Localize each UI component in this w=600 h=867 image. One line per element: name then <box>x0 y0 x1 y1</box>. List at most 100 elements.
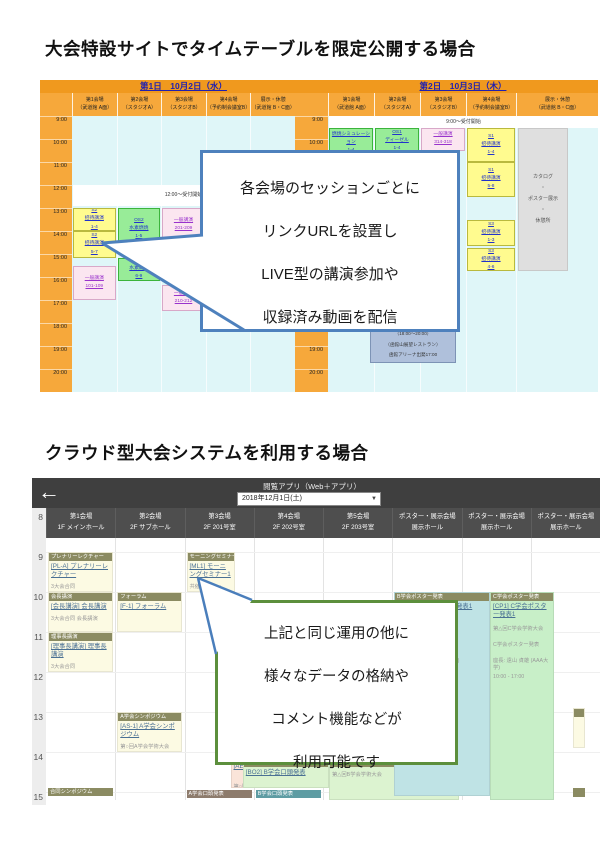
venue-header: 第1会場（武道館 A面） <box>328 93 374 116</box>
col-line <box>516 116 517 392</box>
time-label: 19:00 <box>309 347 323 353</box>
callout1-line: 収録済み動画を配信 <box>262 309 398 326</box>
card-link[interactable]: [会長講演] 会長講演 <box>51 603 107 610</box>
partial-card <box>573 708 585 748</box>
session-card-a-oral: A学会口頭発表 <box>186 790 252 800</box>
venue-header: 展示・休憩（武道館 B・C面） <box>250 93 295 116</box>
time-label: 18:00 <box>53 324 67 330</box>
venue-header: 第3会場（スタジオB） <box>420 93 466 116</box>
venue-header: 展示・休憩（武道館 B・C面） <box>516 93 598 116</box>
gutter-line <box>295 116 328 117</box>
hour-label: 15 <box>33 792 43 802</box>
card-sub: 第○回A学会学術大会 <box>120 744 170 750</box>
time-label: 11:00 <box>53 163 67 169</box>
hour-label: 11 <box>34 632 43 642</box>
callout-bubble-1: 各会場のセッションごとに リンクURLを設置し LIVE型の講演参加や 収録済み… <box>200 150 460 332</box>
gutter-line <box>40 369 72 370</box>
card-link[interactable]: [AS-1] A学会シンポジウム <box>120 723 175 739</box>
column-header: ポスター・展示会場展示ホール <box>530 508 600 538</box>
card-sub: 10:00 - 17:00 <box>493 674 525 680</box>
time-label: 12:00 <box>53 186 67 192</box>
callout-bubble-2: 上記と同じ運用の他に 様々なデータの格納や コメント機能などが 利用可能です <box>215 600 458 771</box>
gutter-line <box>40 254 72 255</box>
card-header: 会長講演 <box>49 593 112 602</box>
gutter-line <box>40 162 72 163</box>
time-label: 19:00 <box>53 347 67 353</box>
card-header <box>574 709 584 717</box>
card-header: 合同シンポジウム <box>48 788 113 797</box>
col-line <box>161 116 163 392</box>
col-line <box>466 116 467 392</box>
card-link[interactable]: [理事長講演] 理事長講演 <box>51 643 107 659</box>
chevron-down-icon: ▼ <box>371 496 377 502</box>
card-header: フォーラム <box>118 593 182 602</box>
hour-gutter <box>32 508 46 805</box>
venue-header: 第2会場（スタジオA） <box>374 93 420 116</box>
gutter-line <box>40 323 72 324</box>
card-link[interactable]: [BO2] B学会口頭発表 <box>245 769 306 776</box>
time-label: 16:00 <box>53 278 67 284</box>
col-line <box>116 116 118 392</box>
card-link[interactable]: [F-1] フォーラム <box>120 603 167 610</box>
hour-label: 14 <box>33 752 43 762</box>
card-link[interactable]: [PL-A] プレナリーレクチャー <box>51 563 109 579</box>
grid-hour-line <box>46 792 600 793</box>
back-arrow-icon[interactable]: ← <box>38 479 60 504</box>
card-header: A学会シンポジウム <box>118 713 182 722</box>
hour-label: 13 <box>33 712 43 722</box>
card-link[interactable]: [ML1] モーニングセミナー1 <box>189 563 231 579</box>
card-header: C学会ポスター発表 <box>491 593 553 602</box>
callout2-line: 上記と同じ運用の他に <box>264 626 409 642</box>
column-header: ポスター・展示会場展示ホール <box>392 508 461 538</box>
date-select[interactable]: 2018年12月1日(土)▼ <box>237 492 381 506</box>
gutter-line <box>40 116 72 117</box>
gutter-line <box>295 139 328 140</box>
gutter-line <box>295 346 328 347</box>
venue-header: 第4会場（予約制会議室B） <box>205 93 251 116</box>
card-header: B学会ポスター発表 <box>395 593 489 602</box>
card-link[interactable]: [CP1] C学会ポスター発表1 <box>493 603 547 619</box>
gutter-line <box>40 346 72 347</box>
card-sub: 第△回C学会学術大会 <box>493 626 544 632</box>
day2-label[interactable]: 第2日 10月3日（木） <box>419 81 507 91</box>
time-label: 20:00 <box>53 370 67 376</box>
time-label: 20:00 <box>309 370 323 376</box>
section2-title: クラウド型大会システムを利用する場合 <box>45 443 369 463</box>
venue-header: 第2会場（スタジオA） <box>116 93 162 116</box>
card-sub: 第△回B学会学術大会 <box>332 772 382 778</box>
hour-label: 10 <box>33 592 43 602</box>
callout2-line: コメント機能などが <box>271 712 402 728</box>
column-header: ポスター・展示会場展示ホール <box>461 508 531 538</box>
timetable-site-screenshot: 各会場のセッションごとに リンクURLを設置し LIVE型の講演参加や 収録済み… <box>40 80 598 392</box>
card-sub: 座長: 遠山 貞雄 (AAA大学) <box>493 658 549 671</box>
session-cell[interactable]: OS3燃焼シミュレーション1-4 <box>329 127 373 151</box>
day1-label[interactable]: 第1日 10月2日（水） <box>140 81 227 91</box>
hour-label: 9 <box>38 552 43 562</box>
gutter-line <box>295 369 328 370</box>
time-label: 10:00 <box>309 140 323 146</box>
gutter-line <box>40 139 72 140</box>
venue-header: 第1会場（武道館 A面） <box>72 93 117 116</box>
time-label: 13:00 <box>53 209 67 215</box>
session-card-b-oral: B学会口頭発表 <box>255 790 321 800</box>
card-header: プレナリーレクチャー <box>49 553 112 562</box>
cloud-system-screenshot: 上記と同じ運用の他に 様々なデータの格納や コメント機能などが 利用可能です ←… <box>32 478 600 805</box>
